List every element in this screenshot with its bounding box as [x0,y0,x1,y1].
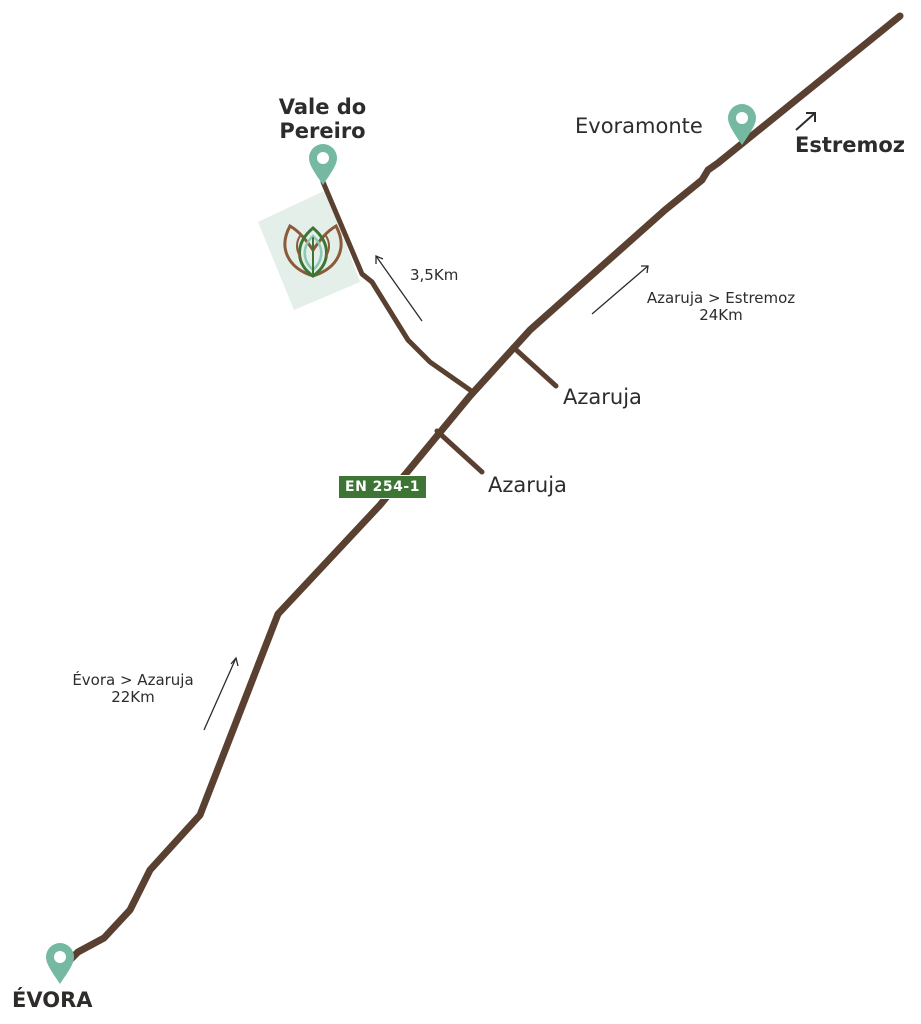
distance-local: 3,5Km [410,266,459,284]
distance-azaruja-estremoz-route: Azaruja > Estremoz [646,289,796,307]
arrow-up-right-icon [591,265,649,315]
distance-evora-azaruja-route: Évora > Azaruja [72,671,194,689]
label-vale-do-pereiro-line1: Vale do [278,95,367,119]
azaruja-spur-upper [510,344,559,389]
road-badge-en254-1: EN 254-1 [338,475,427,499]
arrow-up-right-icon [795,112,816,131]
leaf-logo-icon [283,223,343,278]
map-pin-icon [46,943,74,984]
label-vale-do-pereiro-line2: Pereiro [279,119,366,144]
label-estremoz: Estremoz [795,133,906,157]
arrow-up-right-icon [375,255,423,322]
map-pin-icon [309,144,337,185]
estate-area [258,190,360,310]
map-pin-icon [728,104,756,145]
distance-azaruja-estremoz: Azaruja > Estremoz 24Km [630,289,812,325]
branch-road-vale-do-pereiro [320,179,473,393]
label-evora: ÉVORA [12,988,93,1012]
label-azaruja-upper: Azaruja [563,385,642,409]
label-azaruja-lower: Azaruja [488,473,567,497]
distance-evora-azaruja: Évora > Azaruja 22Km [58,671,208,707]
distance-evora-azaruja-km: 22Km [111,688,155,707]
label-evoramonte: Evoramonte [575,114,703,138]
main-road-en254-1 [58,12,904,972]
label-vale-do-pereiro: Vale do Pereiro [270,95,375,143]
distance-azaruja-estremoz-km: 24Km [699,306,743,325]
azaruja-spur-lower [434,428,485,475]
arrow-up-right-icon [203,656,239,731]
